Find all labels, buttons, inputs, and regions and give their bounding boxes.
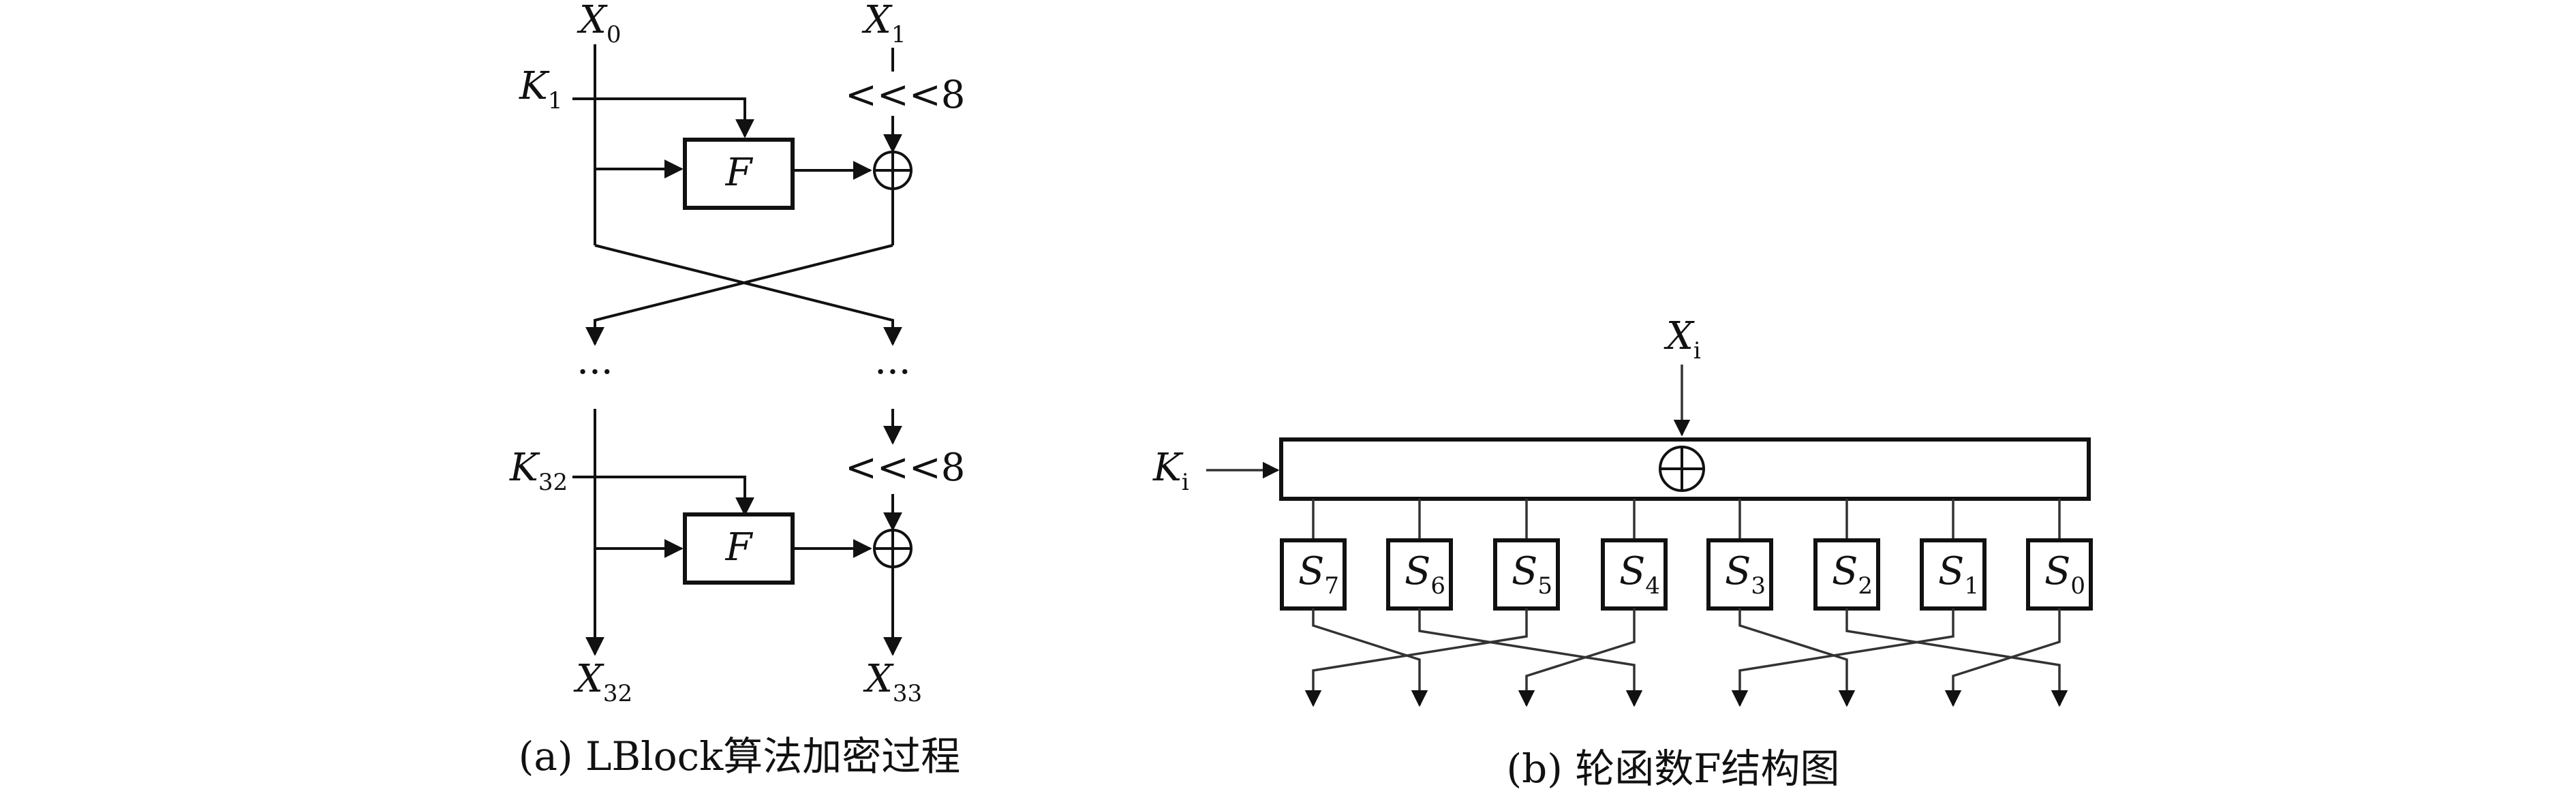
permutation-wire <box>1944 608 2061 707</box>
ellipsis-left: ··· <box>577 350 613 395</box>
shift-first-label: <<<8 <box>845 73 965 117</box>
sbox <box>1493 538 1560 611</box>
ellipsis-right: ··· <box>874 350 910 395</box>
sbox <box>1706 538 1773 611</box>
f-box-last-label: F <box>725 525 754 570</box>
caption-b: (b) 轮函数F结构图 <box>1506 745 1839 792</box>
sbox <box>1280 538 1347 611</box>
panel-b-round-function: Xi Ki S7 S6 S5 S4 S3 S2 S1 S0 (b) 轮函数F结构图 <box>1152 314 2093 792</box>
sbox-label: S4 <box>1619 549 1660 600</box>
permutation-wire <box>1518 608 1636 707</box>
permutation-wire <box>1738 608 1856 707</box>
sbox-label: S1 <box>1938 549 1979 600</box>
sbox-label: S2 <box>1832 549 1873 600</box>
label-x33: X33 <box>863 657 922 707</box>
f-box-first-label: F <box>725 151 754 195</box>
sbox-label: S7 <box>1298 549 1339 600</box>
permutation-wire <box>1418 608 1643 707</box>
permutation-wire <box>1312 608 1428 707</box>
xor-last-icon <box>873 529 913 568</box>
sbox-label: S0 <box>2044 549 2085 600</box>
label-x32: X32 <box>573 657 632 707</box>
sbox <box>1920 538 1987 611</box>
xor-first-icon <box>873 151 913 190</box>
caption-a: (a) LBlock算法加密过程 <box>519 733 961 780</box>
label-xi: Xi <box>1663 314 1701 365</box>
label-x1: X1 <box>861 0 906 48</box>
xor-bar-icon <box>1659 446 1705 492</box>
sbox-label: S3 <box>1725 549 1766 600</box>
permutation-wires <box>1304 608 2068 707</box>
sbox-row: S7 S6 S5 S4 S3 S2 S1 S0 <box>1280 499 2093 611</box>
label-x0: X0 <box>577 0 622 48</box>
swap-line-right-to-left <box>585 244 893 346</box>
label-k32: K32 <box>509 446 568 496</box>
permutation-wire <box>1304 608 1528 707</box>
permutation-wire <box>1845 608 2068 707</box>
permutation-wire <box>1731 608 1954 707</box>
f-box-last <box>683 512 795 585</box>
sbox <box>1386 538 1453 611</box>
sbox <box>1813 538 1880 611</box>
label-k1: K1 <box>519 64 562 114</box>
swap-line-left-to-right <box>594 244 902 346</box>
k32-line <box>572 476 754 516</box>
shift-last-label: <<<8 <box>845 446 965 490</box>
sbox-label: S5 <box>1512 549 1552 600</box>
f-box-first <box>683 138 795 210</box>
sbox-label: S6 <box>1405 549 1445 600</box>
label-ki: Ki <box>1152 446 1189 496</box>
panel-a-encryption-process: X0 X1 K1 F <<<8 <box>509 0 965 780</box>
k1-line <box>572 97 754 138</box>
